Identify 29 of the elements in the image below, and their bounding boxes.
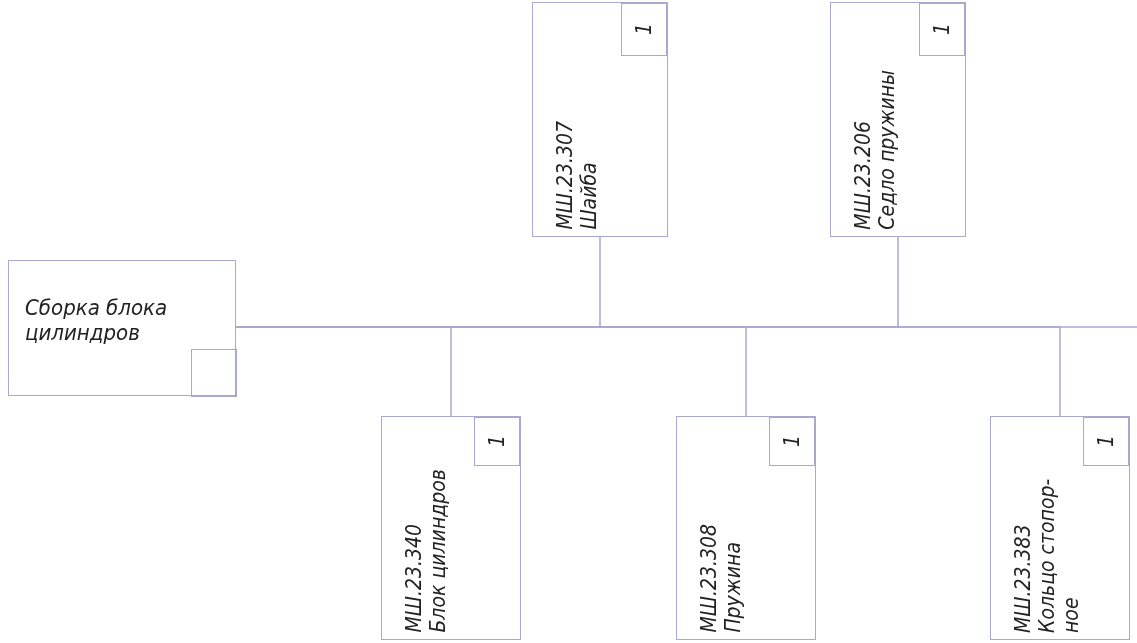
connector-line <box>235 326 1061 417</box>
corner-box <box>191 349 237 397</box>
part-code: МШ.23.340 <box>402 523 427 633</box>
quantity-box <box>769 417 815 466</box>
part-box <box>830 2 966 237</box>
quantity: 1 <box>779 435 805 448</box>
part-name: Шайба <box>577 161 602 230</box>
part-box <box>381 416 521 640</box>
part-box <box>990 416 1130 640</box>
part-box <box>532 2 668 237</box>
part-code: МШ.23.307 <box>553 121 578 230</box>
assembly-box <box>8 260 236 396</box>
quantity: 1 <box>929 23 955 36</box>
quantity-box <box>919 3 965 56</box>
quantity: 1 <box>484 435 510 448</box>
quantity-box <box>474 417 520 466</box>
quantity-box <box>621 3 667 56</box>
part-name: Блок цилиндров <box>426 469 451 633</box>
part-name: Седло пружины <box>875 70 900 230</box>
quantity: 1 <box>631 23 657 36</box>
part-box <box>676 416 816 640</box>
part-code: МШ.23.308 <box>697 524 722 633</box>
part-code: МШ.23.383 <box>1011 523 1036 633</box>
assembly-name: Сборка блока цилиндров <box>25 295 169 346</box>
quantity: 1 <box>1093 435 1119 448</box>
part-name: Кольцо стопор- ное <box>1035 477 1084 633</box>
quantity-box <box>1083 417 1129 466</box>
part-code: МШ.23.206 <box>851 120 876 230</box>
part-name: Пружина <box>721 541 746 633</box>
